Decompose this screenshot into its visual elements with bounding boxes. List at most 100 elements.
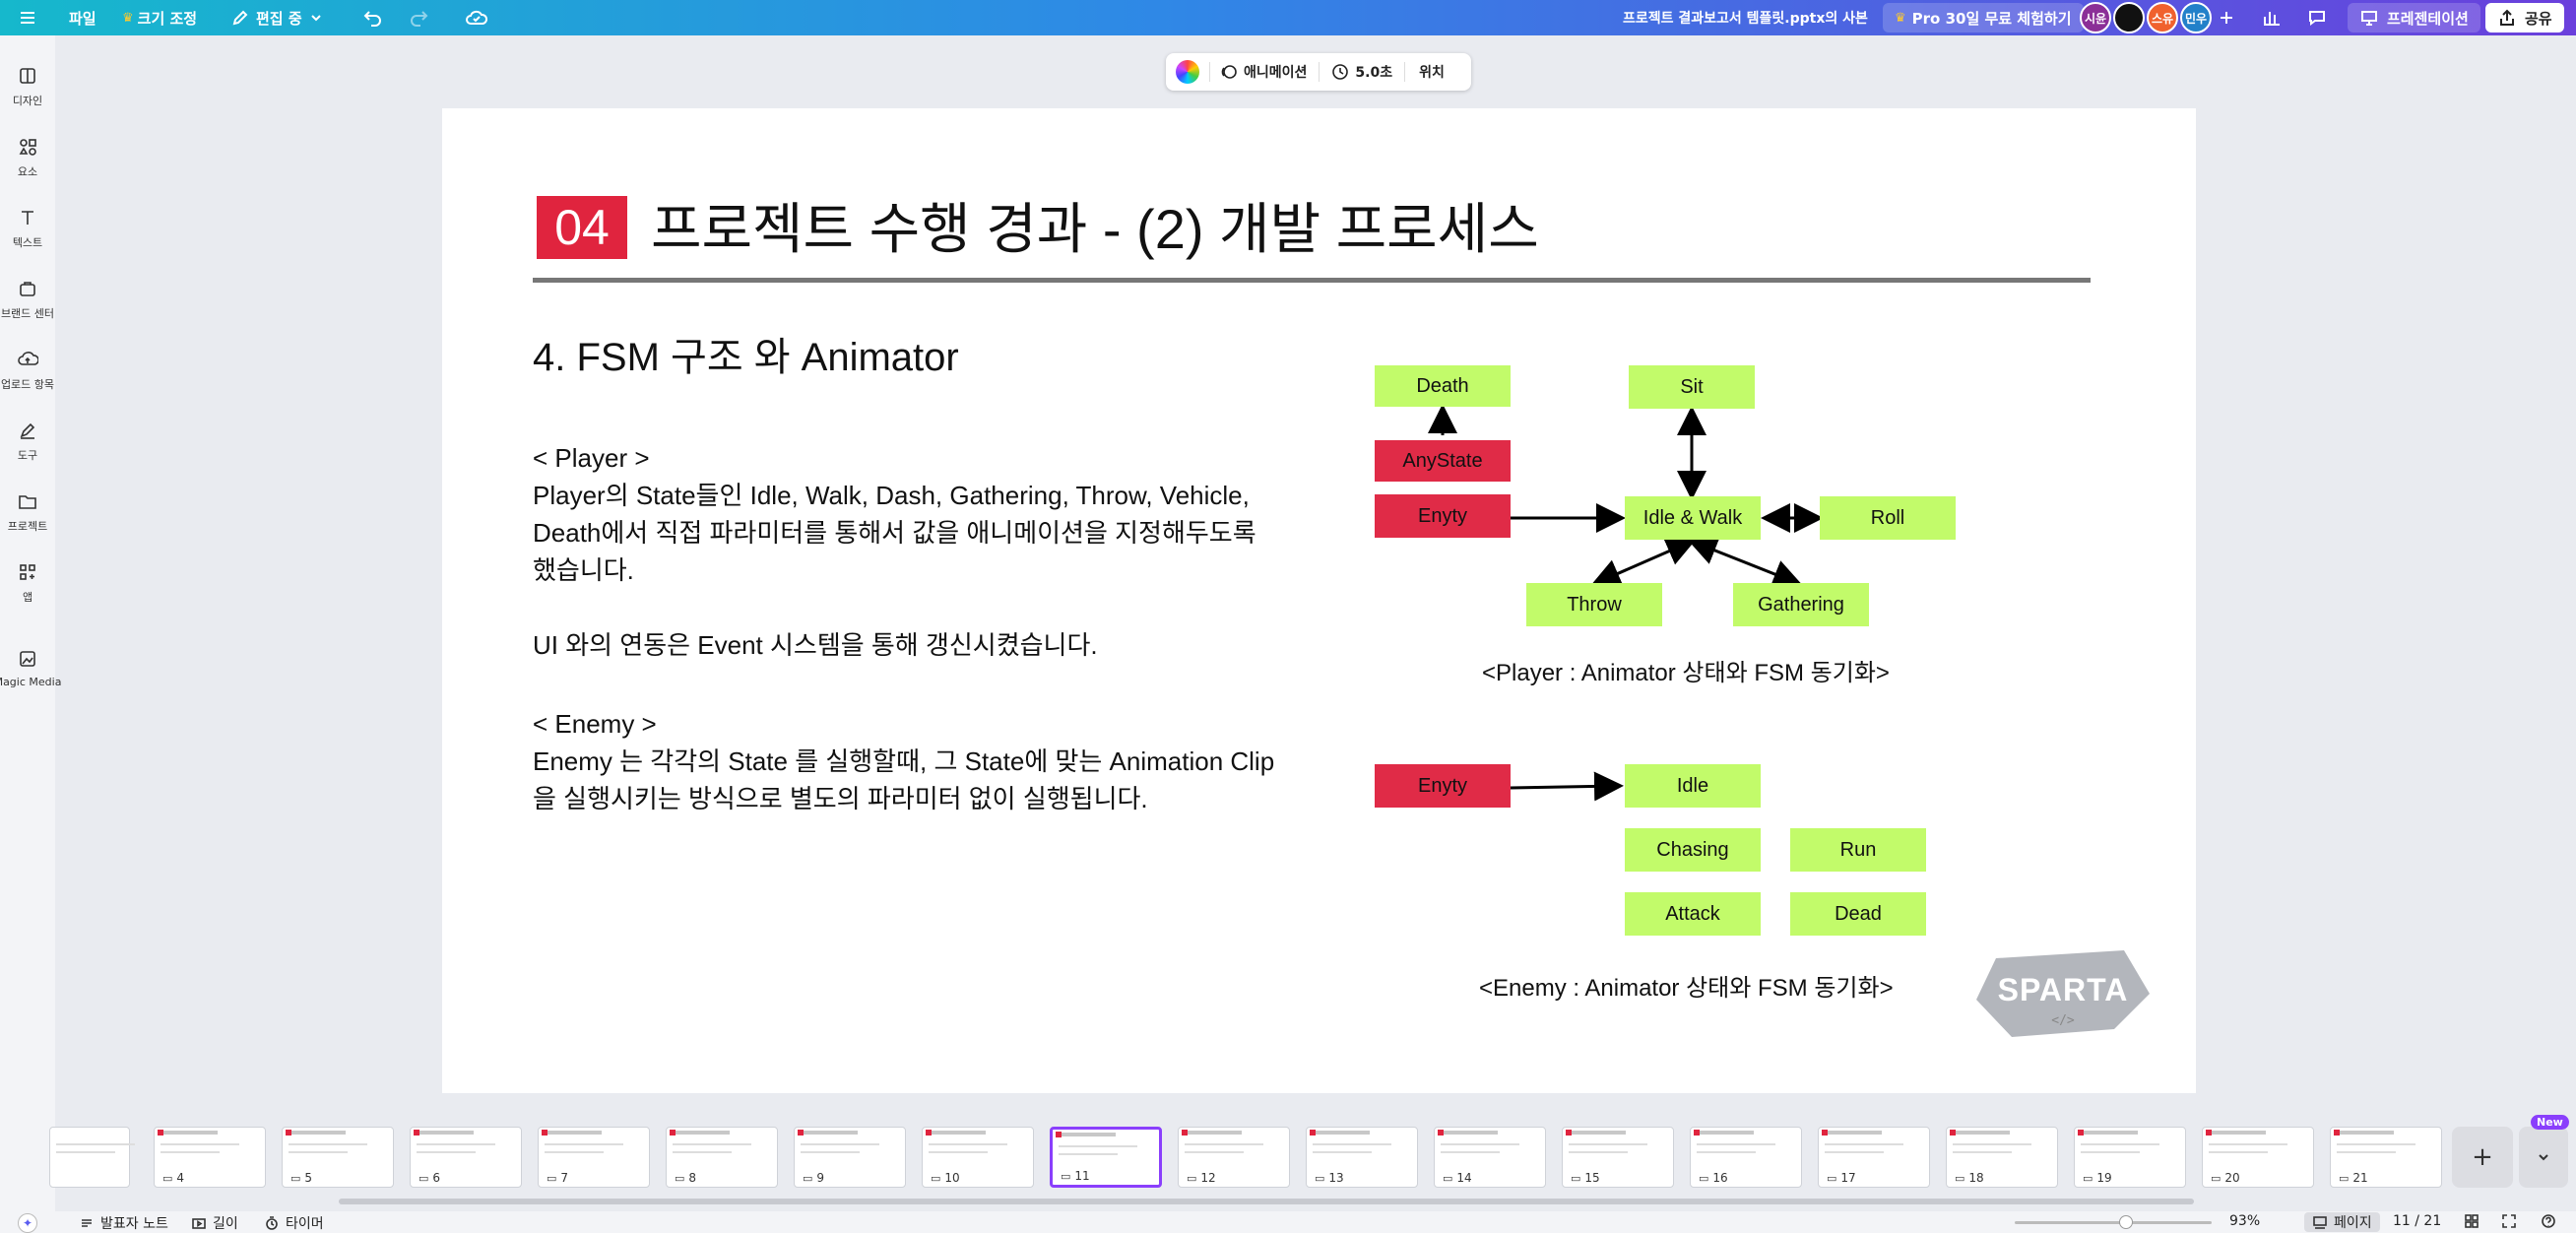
thumbnail-line <box>929 1151 988 1153</box>
present-button[interactable]: 프레젠테이션 <box>2348 3 2480 32</box>
edit-mode-dropdown[interactable]: 편집 중 <box>230 0 324 35</box>
resize-button[interactable]: ♛ 크기 조정 <box>122 0 197 35</box>
fsm-node-gathering: Gathering <box>1733 583 1869 626</box>
duration-button[interactable]: 길이 <box>191 1213 238 1233</box>
divider <box>1209 62 1210 82</box>
comment-icon: ▭ <box>803 1171 813 1185</box>
insights-button[interactable] <box>2261 0 2283 35</box>
fullscreen-button[interactable] <box>2501 1213 2517 1229</box>
pages-view-button[interactable]: 페이지 <box>2304 1212 2380 1232</box>
present-icon <box>2361 11 2377 26</box>
thumbnail-line <box>1953 1143 2031 1145</box>
page-thumbnail[interactable]: ▭4 <box>154 1127 266 1188</box>
comment-icon: ▭ <box>1187 1171 1197 1185</box>
fsm-node-death: Death <box>1375 365 1511 407</box>
pencil-icon <box>232 10 248 26</box>
zoom-level[interactable]: 93% <box>2229 1213 2261 1229</box>
rail-item-design[interactable]: 디자인 <box>0 65 55 124</box>
fsm-node-anystate: AnyState <box>1375 440 1511 482</box>
timer-button[interactable]: 타이머 <box>264 1213 324 1233</box>
comment-icon: ▭ <box>547 1171 557 1185</box>
page-thumbnail[interactable]: ▭9 <box>794 1127 906 1188</box>
avatar[interactable]: 민우 <box>2180 2 2212 33</box>
timer-label: 타이머 <box>286 1216 324 1232</box>
rail-item-magic-media[interactable]: Magic Media <box>0 648 61 707</box>
thumbnail-number: ▭19 <box>2083 1171 2112 1185</box>
document-title[interactable]: 프로젝트 결과보고서 템플릿.pptx의 사본 <box>1623 11 1868 27</box>
page-number: 15 <box>1584 1171 1600 1185</box>
redo-button[interactable] <box>408 0 429 35</box>
thumbnail-line <box>2081 1143 2159 1145</box>
page-number: 17 <box>1840 1171 1856 1185</box>
avatar[interactable]: 시윤 <box>2080 2 2111 33</box>
comment-icon: ▭ <box>1699 1171 1709 1185</box>
zoom-slider-handle[interactable] <box>2119 1215 2133 1229</box>
page-thumbnail[interactable]: ▭5 <box>282 1127 394 1188</box>
rail-item-uploads[interactable]: 업로드 항목 <box>0 349 55 408</box>
speaker-notes-button[interactable]: 발표자 노트 <box>79 1213 168 1233</box>
page-thumbnail[interactable]: ▭13 <box>1306 1127 1418 1188</box>
avatar[interactable] <box>2113 2 2145 33</box>
page-thumbnail[interactable]: ▭18 <box>1946 1127 2058 1188</box>
thumbnail-line <box>545 1151 604 1153</box>
page-thumbnail[interactable]: ▭6 <box>410 1127 522 1188</box>
expand-pages-button[interactable] <box>2519 1127 2568 1188</box>
page-thumbnail[interactable]: ▭15 <box>1562 1127 1674 1188</box>
zoom-slider[interactable] <box>2015 1215 2212 1229</box>
fsm-node-enyty: Enyty <box>1375 494 1511 538</box>
color-wheel-icon[interactable] <box>1176 60 1199 84</box>
magic-assistant-button[interactable]: ✦ <box>18 1213 37 1233</box>
rail-item-apps[interactable]: 앱 <box>0 561 55 620</box>
slide-canvas[interactable]: 04 프로젝트 수행 경과 - (2) 개발 프로세스 4. FSM 구조 와 … <box>442 108 2196 1093</box>
page-thumbnail-partial[interactable] <box>49 1127 135 1188</box>
resize-label: 크기 조정 <box>137 9 198 28</box>
timer-icon <box>266 1216 278 1230</box>
thumbnail-line <box>1697 1143 1775 1145</box>
rail-item-text[interactable]: 텍스트 <box>0 207 55 266</box>
thumbnail-header <box>1694 1130 1754 1136</box>
page-thumbnail[interactable]: ▭20 <box>2202 1127 2314 1188</box>
page-thumbnail[interactable]: ▭8 <box>666 1127 778 1188</box>
page-thumbnail[interactable]: ▭17 <box>1818 1127 1930 1188</box>
position-button[interactable]: 위치 <box>1419 65 1445 81</box>
page-thumbnail[interactable]: ▭12 <box>1178 1127 1290 1188</box>
page-thumbnail[interactable]: ▭11 <box>1050 1127 1162 1188</box>
rail-item-brand[interactable]: 브랜드 센터 <box>0 278 55 337</box>
share-button[interactable]: 공유 <box>2485 3 2564 32</box>
rail-item-elements[interactable]: 요소 <box>0 136 55 195</box>
undo-button[interactable] <box>362 0 384 35</box>
page-thumbnail[interactable]: ▭21 <box>2330 1127 2442 1188</box>
animation-icon <box>1221 65 1237 79</box>
thumbnail-header <box>286 1130 346 1136</box>
pro-trial-button[interactable]: ♛ Pro 30일 무료 체험하기 <box>1883 3 2084 32</box>
rail-item-projects[interactable]: 프로젝트 <box>0 490 55 550</box>
menu-button[interactable] <box>18 0 37 35</box>
help-button[interactable] <box>2541 1213 2556 1229</box>
thumbnail-number: ▭13 <box>1315 1171 1344 1185</box>
thumbnail-line <box>2081 1151 2140 1153</box>
thumbnail-scrollbar[interactable] <box>339 1199 2194 1204</box>
add-collaborator-button[interactable] <box>2218 0 2235 35</box>
thumbnail-number: ▭15 <box>1571 1171 1600 1185</box>
thumbnail-number: ▭9 <box>803 1171 824 1185</box>
player-text-line: Player의 State들인 Idle, Walk, Dash, Gather… <box>533 481 1250 510</box>
text-icon <box>22 211 33 225</box>
duration-button[interactable]: 5.0초 <box>1331 62 1392 82</box>
page-number: 18 <box>1968 1171 1984 1185</box>
cloud-save-button[interactable] <box>465 0 488 35</box>
page-thumbnail[interactable]: ▭19 <box>2074 1127 2186 1188</box>
page-thumbnail[interactable]: ▭14 <box>1434 1127 1546 1188</box>
page-thumbnail[interactable]: ▭7 <box>538 1127 650 1188</box>
page-thumbnail[interactable]: ▭10 <box>922 1127 1034 1188</box>
fsm-node-throw: Throw <box>1526 583 1662 626</box>
comments-button[interactable] <box>2306 0 2328 35</box>
add-page-button[interactable]: + <box>2452 1127 2513 1188</box>
rail-item-tools[interactable]: 도구 <box>0 420 55 479</box>
page-thumbnail[interactable]: ▭16 <box>1690 1127 1802 1188</box>
animation-button[interactable]: 애니메이션 <box>1220 62 1307 82</box>
grid-view-button[interactable] <box>2464 1213 2479 1229</box>
thumbnail-number: ▭6 <box>419 1171 440 1185</box>
page-number: 12 <box>1200 1171 1216 1185</box>
file-menu[interactable]: 파일 <box>69 9 97 28</box>
avatar[interactable]: 스유 <box>2147 2 2178 33</box>
